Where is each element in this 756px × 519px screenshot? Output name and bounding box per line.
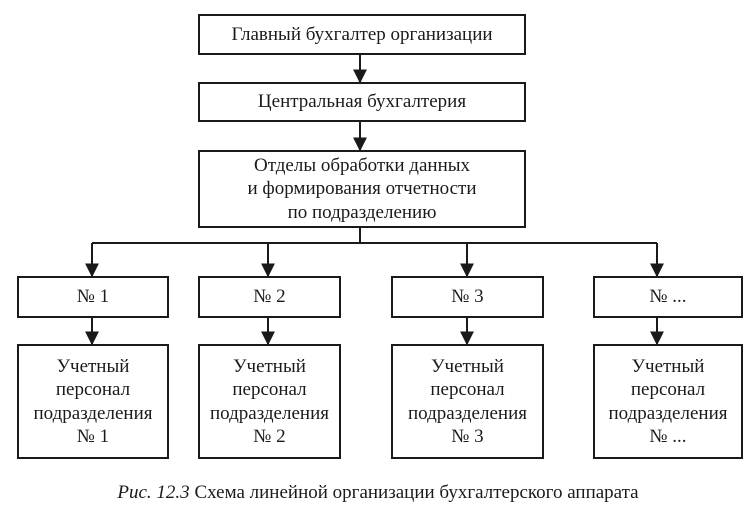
staff-1-line-3: подразделения: [33, 402, 153, 424]
staff-3-line-4: № 3: [451, 425, 484, 447]
unit-box-3: № 3: [391, 276, 544, 318]
staff-box-4: Учетный персонал подразделения № ...: [593, 344, 743, 459]
unit-label-2: № 2: [253, 286, 286, 308]
central-accounting-box: Центральная бухгалтерия: [198, 82, 526, 122]
staff-1-line-1: Учетный: [56, 356, 130, 378]
unit-label-4: № ...: [649, 286, 687, 308]
departments-line-2: и формирования отчетности: [247, 178, 477, 200]
staff-box-1: Учетный персонал подразделения № 1: [17, 344, 169, 459]
figure-title: Схема линейной организации бухгалтерског…: [194, 482, 639, 503]
departments-box: Отделы обработки данных и формирования о…: [198, 150, 526, 228]
staff-1-line-4: № 1: [76, 425, 110, 447]
staff-4-line-4: № ...: [649, 425, 687, 447]
staff-box-2: Учетный персонал подразделения № 2: [198, 344, 341, 459]
staff-box-3: Учетный персонал подразделения № 3: [391, 344, 544, 459]
staff-4-line-3: подразделения: [608, 402, 728, 424]
chief-accountant-box: Главный бухгалтер организации: [198, 14, 526, 55]
figure-number: Рис. 12.3: [117, 482, 190, 503]
unit-box-4: № ...: [593, 276, 743, 318]
staff-3-line-2: персонал: [430, 379, 505, 401]
staff-4-line-1: Учетный: [631, 356, 705, 378]
staff-3-line-1: Учетный: [431, 356, 504, 378]
unit-label-3: № 3: [451, 286, 484, 308]
staff-2-line-2: персонал: [232, 379, 307, 401]
staff-3-line-3: подразделения: [408, 402, 527, 424]
staff-4-line-2: персонал: [630, 379, 706, 401]
chief-accountant-label: Главный бухгалтер организации: [231, 23, 493, 45]
figure-caption: Рис. 12.3 Схема линейной организации бух…: [0, 482, 756, 504]
unit-label-1: № 1: [76, 286, 110, 308]
departments-line-3: по подразделению: [287, 201, 437, 223]
staff-2-line-4: № 2: [253, 425, 286, 447]
staff-1-line-2: персонал: [55, 379, 131, 401]
unit-box-1: № 1: [17, 276, 169, 318]
staff-2-line-1: Учетный: [233, 356, 306, 378]
staff-2-line-3: подразделения: [210, 402, 329, 424]
departments-line-1: Отделы обработки данных: [253, 155, 471, 177]
central-accounting-label: Центральная бухгалтерия: [257, 91, 467, 113]
unit-box-2: № 2: [198, 276, 341, 318]
